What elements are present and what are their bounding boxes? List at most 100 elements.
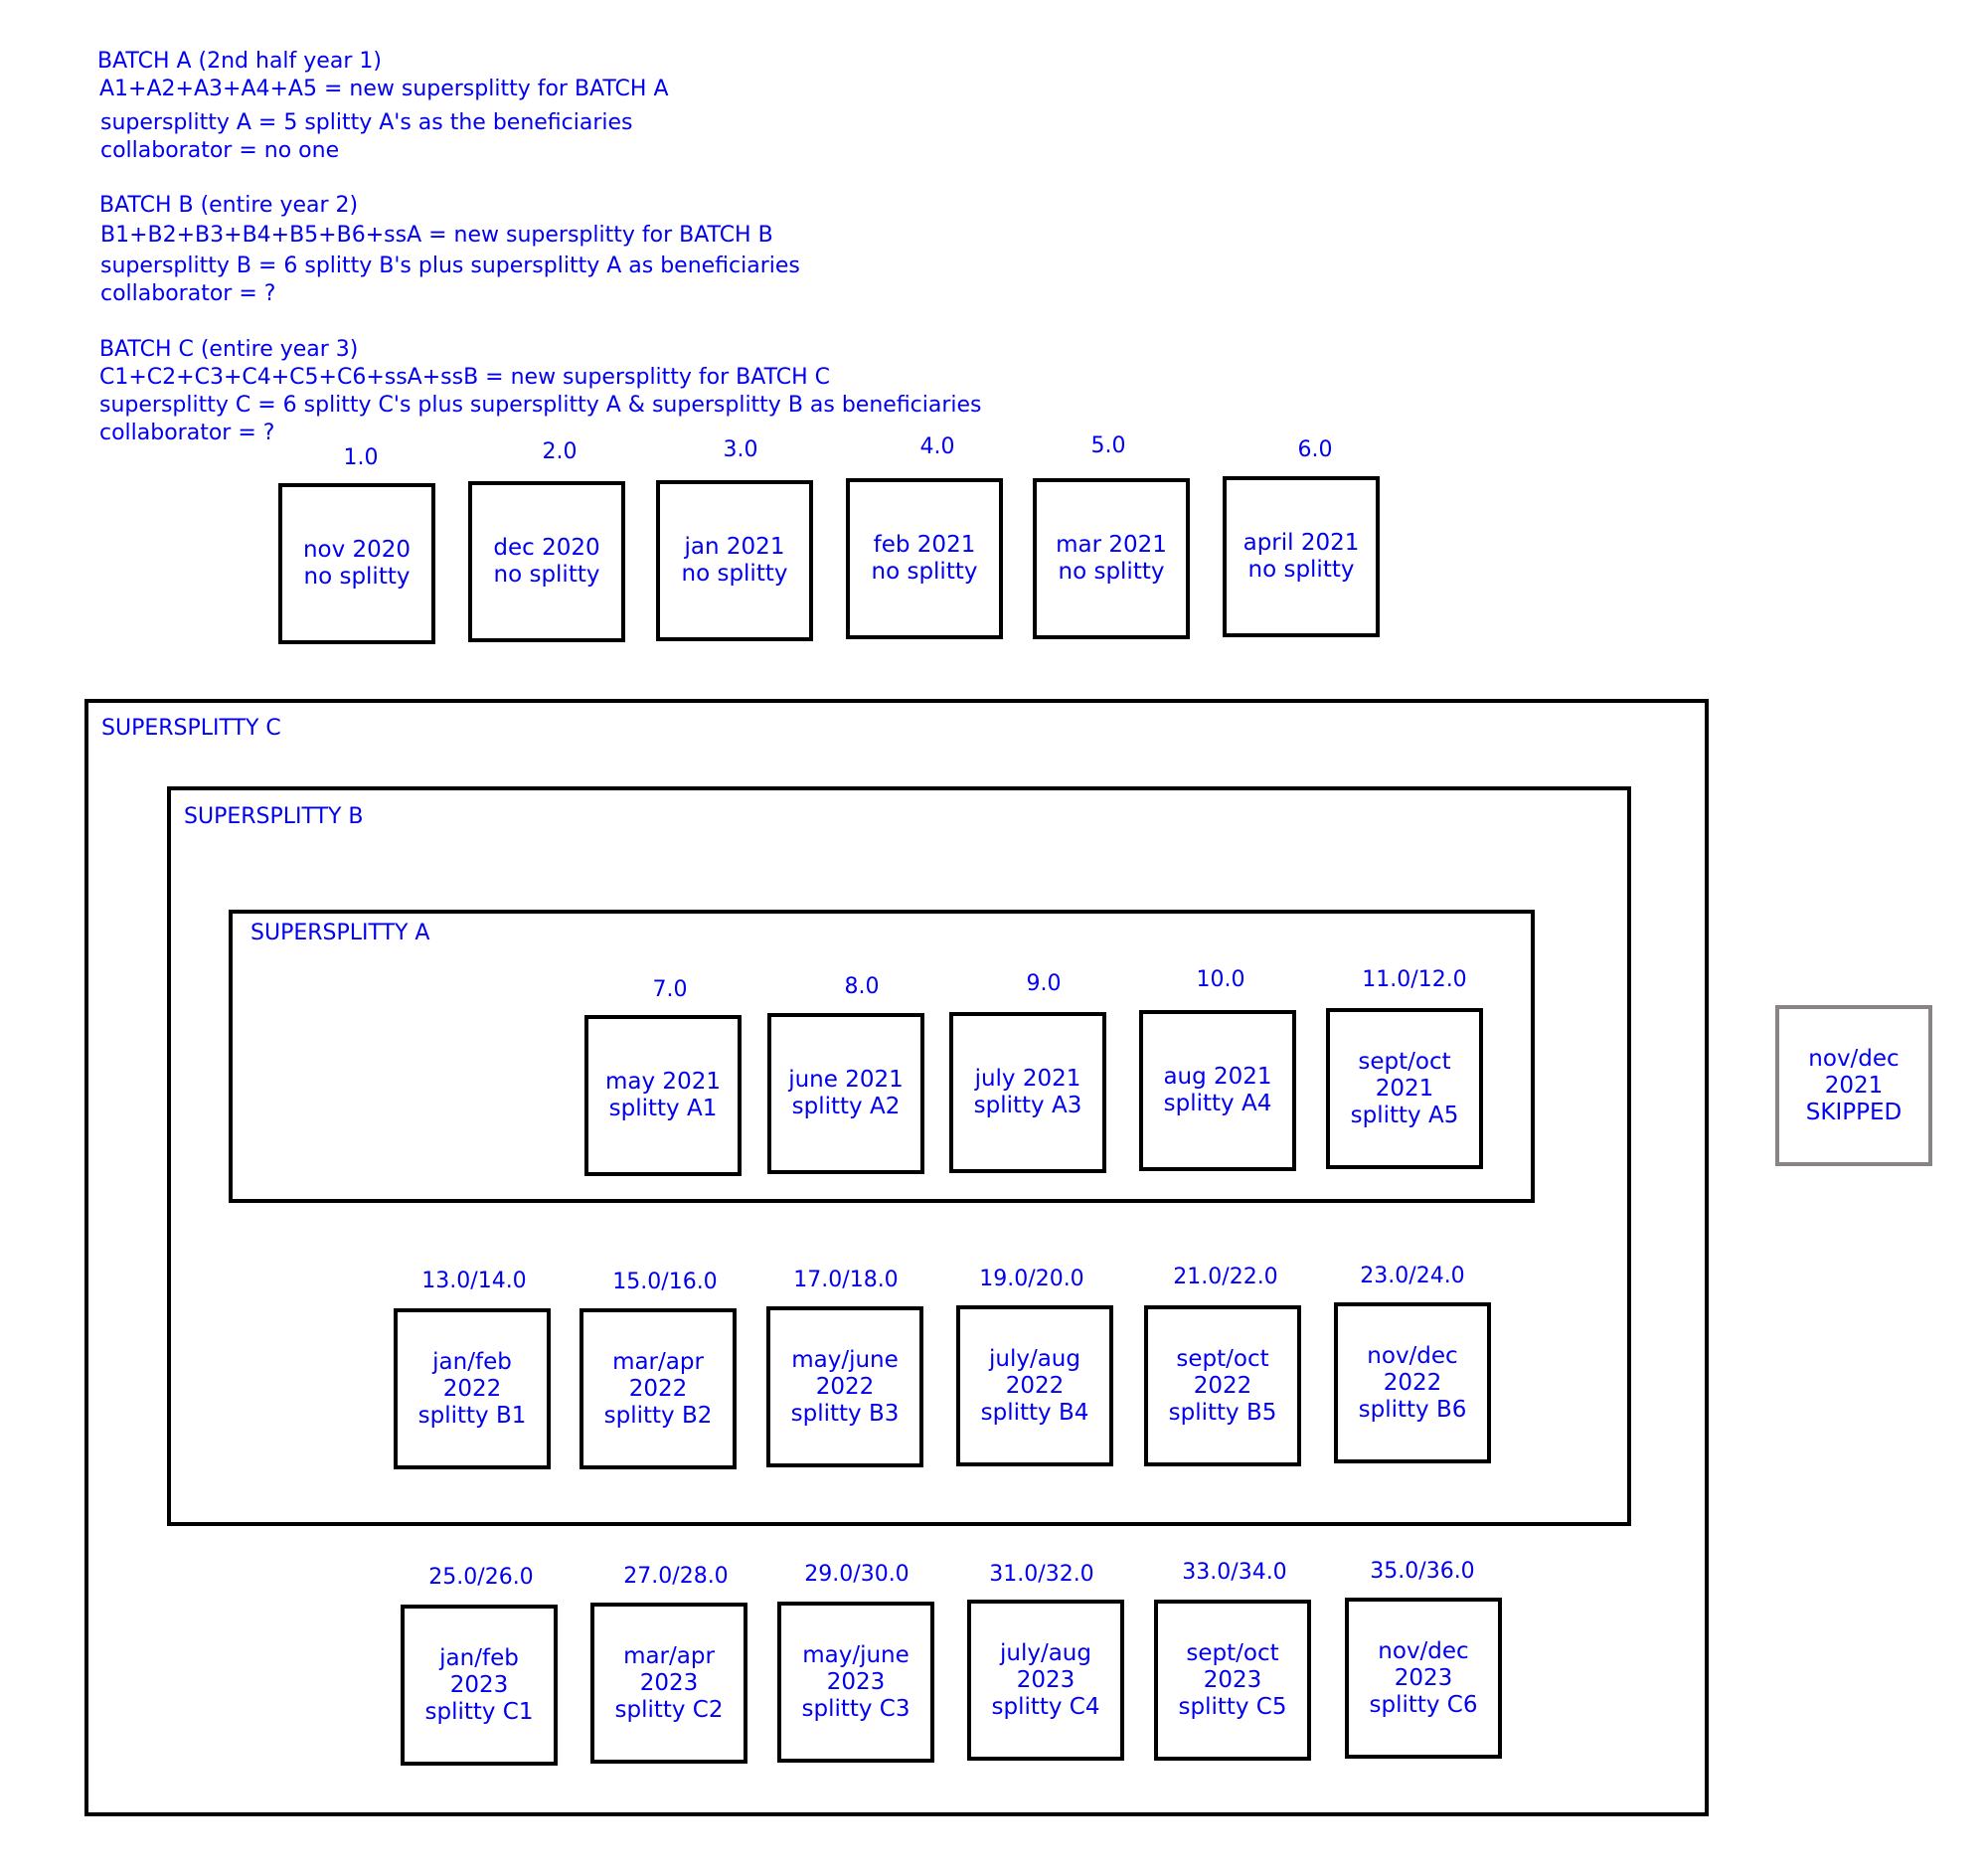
- month-label: april 2021: [1242, 530, 1360, 556]
- month-number: 6.0: [1297, 437, 1333, 462]
- month-box: jan/feb 2023 splitty C1: [401, 1605, 558, 1766]
- supersplitty-a-frame: [229, 910, 1535, 1203]
- splitty-label: splitty C6: [1369, 1691, 1478, 1718]
- splitty-label: splitty C2: [614, 1696, 724, 1723]
- month-number: 23.0/24.0: [1360, 1264, 1465, 1288]
- batch-c-title: BATCH C (entire year 3): [99, 337, 359, 362]
- month-number: 21.0/22.0: [1173, 1265, 1278, 1289]
- month-number: 29.0/30.0: [804, 1562, 910, 1587]
- splitty-label: splitty A3: [973, 1093, 1082, 1118]
- month-label: nov/dec: [1367, 1342, 1458, 1369]
- month-number: 19.0/20.0: [979, 1267, 1084, 1291]
- batch-a-title: BATCH A (2nd half year 1): [97, 49, 382, 74]
- year-label: 2023: [449, 1671, 509, 1698]
- splitty-label: splitty B1: [417, 1402, 527, 1429]
- month-label: may/june: [802, 1641, 910, 1668]
- year-label: 2023: [1394, 1664, 1453, 1691]
- month-box: dec 2020 no splitty: [468, 481, 625, 642]
- splitty-label: no splitty: [303, 564, 411, 590]
- month-box: mar/apr 2023 splitty C2: [590, 1603, 747, 1764]
- year-label: 2022: [628, 1375, 688, 1402]
- supersplitty-b-label: SUPERSPLITTY B: [184, 804, 364, 829]
- month-number: 8.0: [844, 974, 880, 999]
- splitty-label: no splitty: [1247, 557, 1355, 583]
- splitty-label: splitty A1: [608, 1096, 718, 1121]
- month-label: july/aug: [1000, 1639, 1091, 1666]
- month-label: feb 2021: [873, 532, 976, 558]
- splitty-label: splitty B5: [1168, 1399, 1277, 1426]
- month-label: may 2021: [605, 1069, 721, 1095]
- year-label: 2022: [442, 1375, 502, 1402]
- batch-c-formula: C1+C2+C3+C4+C5+C6+ssA+ssB = new superspl…: [99, 365, 831, 390]
- batch-c-beneficiaries: supersplitty C = 6 splitty C's plus supe…: [99, 393, 982, 418]
- splitty-label: no splitty: [681, 561, 788, 587]
- batch-c-collaborator: collaborator = ?: [99, 421, 275, 445]
- year-label: 2023: [826, 1668, 886, 1695]
- month-box: july/aug 2022 splitty B4: [956, 1305, 1113, 1466]
- month-number: 13.0/14.0: [421, 1269, 527, 1293]
- month-box: sept/oct 2022 splitty B5: [1144, 1305, 1301, 1466]
- month-label: dec 2020: [493, 535, 600, 561]
- month-label: mar 2021: [1056, 532, 1167, 558]
- splitty-label: splitty B2: [603, 1402, 713, 1429]
- month-label: sept/oct: [1176, 1345, 1269, 1372]
- batch-b-collaborator: collaborator = ?: [100, 281, 276, 306]
- splitty-label: splitty B3: [790, 1400, 900, 1427]
- month-box: feb 2021 no splitty: [846, 478, 1003, 639]
- year-label: 2022: [1193, 1372, 1252, 1399]
- splitty-label: splitty A4: [1163, 1091, 1272, 1116]
- month-label: june 2021: [788, 1067, 904, 1093]
- month-number: 11.0/12.0: [1362, 967, 1467, 992]
- month-number: 1.0: [343, 445, 379, 470]
- month-number: 3.0: [723, 437, 758, 462]
- month-label: mar/apr: [612, 1348, 704, 1375]
- month-box: nov/dec 2022 splitty B6: [1334, 1302, 1491, 1463]
- year-label: 2021: [1375, 1075, 1434, 1102]
- month-box: mar/apr 2022 splitty B2: [580, 1308, 737, 1469]
- month-label: jan/feb: [439, 1644, 519, 1671]
- splitty-label: splitty A5: [1350, 1102, 1459, 1128]
- month-number: 5.0: [1090, 433, 1126, 458]
- batch-b-beneficiaries: supersplitty B = 6 splitty B's plus supe…: [100, 254, 800, 278]
- month-label: july/aug: [989, 1345, 1080, 1372]
- month-box: nov 2020 no splitty: [278, 483, 435, 644]
- batch-b-formula: B1+B2+B3+B4+B5+B6+ssA = new supersplitty…: [100, 223, 773, 248]
- batch-a-formula: A1+A2+A3+A4+A5 = new supersplitty for BA…: [99, 77, 669, 101]
- month-label: jan/feb: [432, 1348, 512, 1375]
- month-box: jan 2021 no splitty: [656, 480, 813, 641]
- month-number: 15.0/16.0: [612, 1270, 718, 1294]
- supersplitty-c-label: SUPERSPLITTY C: [101, 716, 281, 741]
- month-label: sept/oct: [1186, 1639, 1279, 1666]
- month-number: 31.0/32.0: [989, 1562, 1094, 1587]
- month-box: aug 2021 splitty A4: [1139, 1010, 1296, 1171]
- year-label: 2023: [639, 1669, 699, 1696]
- month-box: mar 2021 no splitty: [1033, 478, 1190, 639]
- splitty-label: splitty C1: [424, 1698, 534, 1725]
- month-label: aug 2021: [1163, 1064, 1272, 1090]
- splitty-label: no splitty: [493, 562, 600, 588]
- splitty-label: splitty C5: [1178, 1693, 1287, 1720]
- splitty-label: splitty C4: [991, 1693, 1100, 1720]
- month-number: 9.0: [1026, 971, 1062, 996]
- month-label: may/june: [791, 1346, 899, 1373]
- month-box: may 2021 splitty A1: [584, 1015, 742, 1176]
- month-number: 33.0/34.0: [1182, 1560, 1287, 1585]
- skipped-label: SKIPPED: [1805, 1099, 1903, 1125]
- year-label: 2022: [815, 1373, 875, 1400]
- month-label: jan 2021: [684, 534, 785, 560]
- month-label: july 2021: [974, 1066, 1081, 1092]
- month-number: 4.0: [919, 434, 955, 459]
- supersplitty-a-label: SUPERSPLITTY A: [250, 921, 430, 945]
- month-box: nov/dec 2023 splitty C6: [1345, 1598, 1502, 1759]
- month-box: sept/oct 2021 splitty A5: [1326, 1008, 1483, 1169]
- month-number: 2.0: [542, 439, 578, 464]
- month-box: may/june 2023 splitty C3: [777, 1602, 934, 1763]
- supersplitty-b-frame: [167, 786, 1631, 1526]
- splitty-label: no splitty: [871, 559, 978, 585]
- month-number: 10.0: [1196, 967, 1245, 992]
- splitty-label: splitty C3: [801, 1695, 911, 1722]
- month-label: mar/apr: [623, 1642, 715, 1669]
- batch-a-collaborator: collaborator = no one: [100, 138, 340, 163]
- month-label: nov/dec 2021: [1808, 1045, 1900, 1099]
- month-number: 35.0/36.0: [1370, 1559, 1475, 1584]
